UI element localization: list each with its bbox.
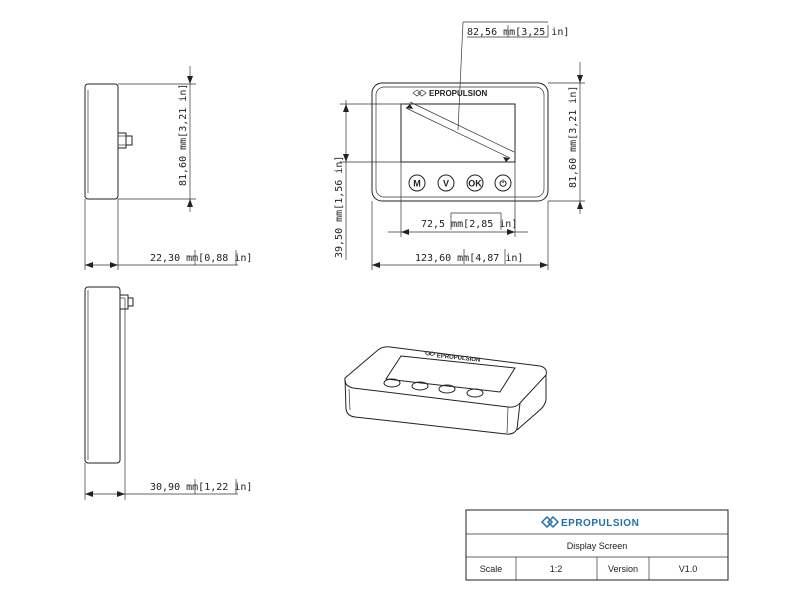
button-v [437, 174, 455, 192]
diagonal-label: 82,56 mm[3,25 in] [467, 27, 569, 38]
button-m [408, 174, 426, 192]
scale-value: 1:2 [550, 564, 563, 574]
svg-text:EPROPULSION: EPROPULSION [429, 89, 487, 98]
front-buttons: M V OK ⏻ [408, 174, 512, 192]
svg-text:OK: OK [468, 179, 482, 189]
button-ok [466, 174, 484, 192]
svg-text:EPROPULSION: EPROPULSION [561, 518, 639, 529]
iso-logo: EPROPULSION [424, 350, 480, 364]
svg-text:V: V [443, 179, 449, 189]
svg-text:M: M [413, 179, 421, 189]
front-view: EPROPULSION 82,56 mm[3,25 in] M V OK ⏻ [334, 21, 585, 270]
title-block: EPROPULSION Display Screen Scale 1:2 Ver… [465, 509, 729, 581]
svg-text:EPROPULSION: EPROPULSION [436, 353, 480, 364]
side-height-label: 81,60 mm[3,21 in] [178, 84, 189, 186]
side-depth-top-label: 22,30 mm[0,88 in] [150, 253, 252, 264]
front-logo: EPROPULSION [412, 89, 487, 98]
title-logo: EPROPULSION [540, 515, 639, 529]
side-view-top: 81,60 mm[3,21 in] 22,30 mm[0,88 in] [84, 66, 252, 270]
screen-height-label: 39,50 mm[1,56 in] [334, 156, 345, 258]
side-view-bottom: 30,90 mm[1,22 in] [84, 286, 252, 500]
version-label: Version [608, 564, 638, 574]
front-width-label: 123,60 mm[4,87 in] [415, 253, 523, 264]
button-power [494, 174, 512, 192]
isometric-view: EPROPULSION [344, 346, 547, 435]
svg-text:⏻: ⏻ [499, 179, 507, 189]
scale-label: Scale [480, 564, 503, 574]
side-depth-bottom-label: 30,90 mm[1,22 in] [150, 482, 252, 493]
title-text: Display Screen [567, 541, 628, 551]
front-height-label: 81,60 mm[3,21 in] [568, 86, 579, 188]
screen-width-label: 72,5 mm[2,85 in] [421, 219, 517, 230]
version-value: V1.0 [679, 564, 698, 574]
